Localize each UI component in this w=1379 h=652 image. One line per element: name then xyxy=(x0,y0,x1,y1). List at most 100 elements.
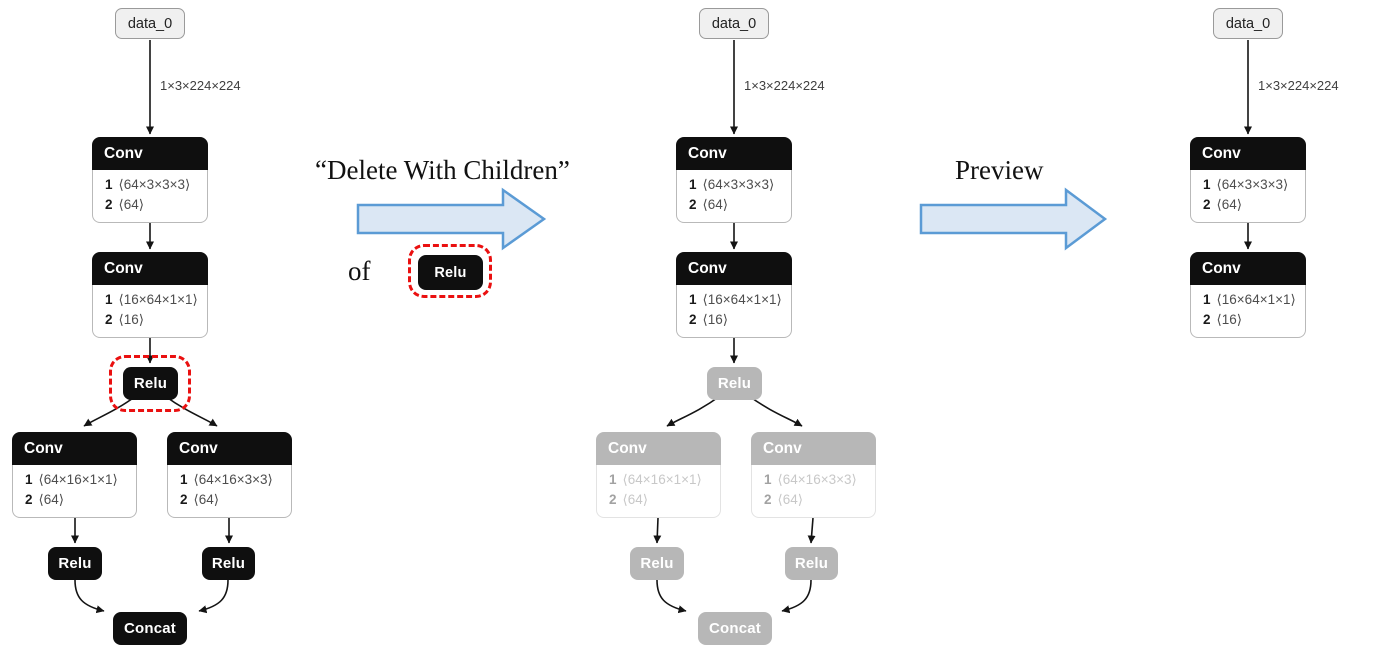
relu-node[interactable]: Relu xyxy=(123,367,178,400)
concat-node-label: Concat xyxy=(123,620,177,637)
param-row: 2 ⟨16⟩ xyxy=(105,310,199,330)
conv-node-title: Conv xyxy=(1190,137,1306,170)
param-value: ⟨16⟩ xyxy=(1216,312,1243,327)
conv-node-deleted[interactable]: Conv 1 ⟨64×16×1×1⟩ 2⟨64⟩ xyxy=(596,432,721,518)
edge-convright-relu xyxy=(807,517,816,544)
conv-node-title: Conv xyxy=(596,432,721,465)
conv-node[interactable]: Conv 1 ⟨64×3×3×3⟩ 2⟨64⟩ xyxy=(676,137,792,223)
relu-node-deleted[interactable]: Relu xyxy=(707,367,762,400)
conv-node-params: 1⟨64×16×1×1⟩ 2⟨64⟩ xyxy=(12,465,137,518)
conv-node-title: Conv xyxy=(1190,252,1306,285)
conv-node[interactable]: Conv 1⟨64×3×3×3⟩ 2⟨64⟩ xyxy=(92,137,208,223)
relu-node-deleted[interactable]: Relu xyxy=(785,547,838,580)
param-value: ⟨64×16×1×1⟩ xyxy=(38,472,118,487)
relu-node-label: Relu xyxy=(640,555,674,572)
param-index: 2 xyxy=(25,492,33,507)
param-value: ⟨64×3×3×3⟩ xyxy=(118,177,191,192)
param-row: 2 ⟨64⟩ xyxy=(105,195,199,215)
param-row: 2 ⟨64⟩ xyxy=(180,490,283,510)
param-value: ⟨64⟩ xyxy=(118,197,145,212)
conv-node[interactable]: Conv 1⟨64×3×3×3⟩ 2⟨64⟩ xyxy=(1190,137,1306,223)
input-node[interactable]: data_0 xyxy=(699,8,769,39)
conv-node-params: 1⟨64×3×3×3⟩ 2⟨64⟩ xyxy=(1190,170,1306,223)
param-index: 2 xyxy=(764,492,772,507)
param-index: 1 xyxy=(180,472,188,487)
conv-node-deleted[interactable]: Conv 1⟨64×16×3×3⟩ 2⟨64⟩ xyxy=(751,432,876,518)
param-row: 1 ⟨64×3×3×3⟩ xyxy=(105,175,199,195)
param-index: 1 xyxy=(609,472,617,487)
conv-node-title: Conv xyxy=(12,432,137,465)
param-index: 1 xyxy=(689,292,697,307)
param-index: 1 xyxy=(105,177,113,192)
param-row: 1 ⟨64×16×1×1⟩ xyxy=(25,470,128,490)
param-index: 2 xyxy=(689,312,697,327)
param-index: 1 xyxy=(105,292,113,307)
param-index: 2 xyxy=(105,197,113,212)
input-node[interactable]: data_0 xyxy=(1213,8,1283,39)
edge-relu-concat-right xyxy=(781,579,812,614)
param-row: 1 ⟨64×3×3×3⟩ xyxy=(689,175,783,195)
param-value: ⟨16×64×1×1⟩ xyxy=(702,292,782,307)
param-row: 2 ⟨16⟩ xyxy=(1203,310,1297,330)
param-index: 2 xyxy=(689,197,697,212)
param-index: 2 xyxy=(1203,312,1211,327)
concat-node-deleted[interactable]: Concat xyxy=(698,612,772,645)
param-row: 1⟨64×3×3×3⟩ xyxy=(1203,175,1297,195)
conv-node-title: Conv xyxy=(676,137,792,170)
conv-node-params: 1 ⟨64×3×3×3⟩ 2 ⟨64⟩ xyxy=(92,170,208,223)
tensor-shape-label: 1×3×224×224 xyxy=(1258,78,1339,93)
param-row: 2⟨64⟩ xyxy=(1203,195,1297,215)
param-index: 2 xyxy=(1203,197,1211,212)
input-node[interactable]: data_0 xyxy=(115,8,185,39)
conv-node-title: Conv xyxy=(751,432,876,465)
param-value: ⟨64⟩ xyxy=(193,492,220,507)
param-value: ⟨16⟩ xyxy=(118,312,145,327)
relu-node-label: Relu xyxy=(434,264,467,281)
param-row: 2 ⟨16⟩ xyxy=(689,310,783,330)
conv-node[interactable]: Conv 1⟨16×64×1×1⟩ 2⟨16⟩ xyxy=(1190,252,1306,338)
param-row: 1 ⟨16×64×1×1⟩ xyxy=(105,290,199,310)
edge-convleft-relu xyxy=(653,517,662,544)
param-value: ⟨16×64×1×1⟩ xyxy=(118,292,198,307)
relu-node-deleted[interactable]: Relu xyxy=(630,547,684,580)
edge-relu-concat-left xyxy=(74,579,105,614)
param-value: ⟨64×16×1×1⟩ xyxy=(622,472,702,487)
param-index: 2 xyxy=(105,312,113,327)
concat-node[interactable]: Concat xyxy=(113,612,187,645)
conv-node-params: 1 ⟨16×64×1×1⟩ 2 ⟨16⟩ xyxy=(676,285,792,338)
param-row: 1 ⟨64×16×3×3⟩ xyxy=(764,470,867,490)
param-row: 1 ⟨64×16×3×3⟩ xyxy=(180,470,283,490)
param-row: 1 ⟨16×64×1×1⟩ xyxy=(689,290,783,310)
param-value: ⟨16⟩ xyxy=(702,312,729,327)
param-index: 1 xyxy=(25,472,33,487)
conv-node[interactable]: Conv 1⟨16×64×1×1⟩ 2⟨16⟩ xyxy=(92,252,208,338)
conv-node-params: 1⟨64×16×3×3⟩ 2⟨64⟩ xyxy=(751,465,876,518)
param-value: ⟨64⟩ xyxy=(622,492,649,507)
relu-node-label: Relu xyxy=(133,375,168,392)
param-row: 2⟨64⟩ xyxy=(609,490,712,510)
param-index: 2 xyxy=(180,492,188,507)
relu-node[interactable]: Relu xyxy=(48,547,102,580)
conv-node-title: Conv xyxy=(167,432,292,465)
param-value: ⟨64×16×3×3⟩ xyxy=(777,472,857,487)
param-row: 2⟨64⟩ xyxy=(689,195,783,215)
edge-relu-convright xyxy=(748,395,803,427)
param-value: ⟨64×3×3×3⟩ xyxy=(702,177,775,192)
param-value: ⟨64×16×3×3⟩ xyxy=(193,472,273,487)
caption-operation: “Delete With Children” xyxy=(315,155,570,185)
param-index: 1 xyxy=(764,472,772,487)
conv-node-params: 1 ⟨16×64×1×1⟩ 2 ⟨16⟩ xyxy=(92,285,208,338)
preview-arrow xyxy=(919,187,1108,251)
relu-node[interactable]: Relu xyxy=(202,547,255,580)
operation-arrow xyxy=(356,187,547,251)
conv-node[interactable]: Conv 1 ⟨16×64×1×1⟩ 2 ⟨16⟩ xyxy=(676,252,792,338)
conv-node[interactable]: Conv 1 ⟨64×16×3×3⟩ 2 ⟨64⟩ xyxy=(167,432,292,518)
concat-node-label: Concat xyxy=(708,620,762,637)
conv-node[interactable]: Conv 1⟨64×16×1×1⟩ 2⟨64⟩ xyxy=(12,432,137,518)
edge-relu-concat-left xyxy=(656,579,687,614)
param-index: 1 xyxy=(689,177,697,192)
param-value: ⟨16×64×1×1⟩ xyxy=(1216,292,1296,307)
conv-node-title: Conv xyxy=(676,252,792,285)
input-node-label: data_0 xyxy=(1225,15,1271,32)
